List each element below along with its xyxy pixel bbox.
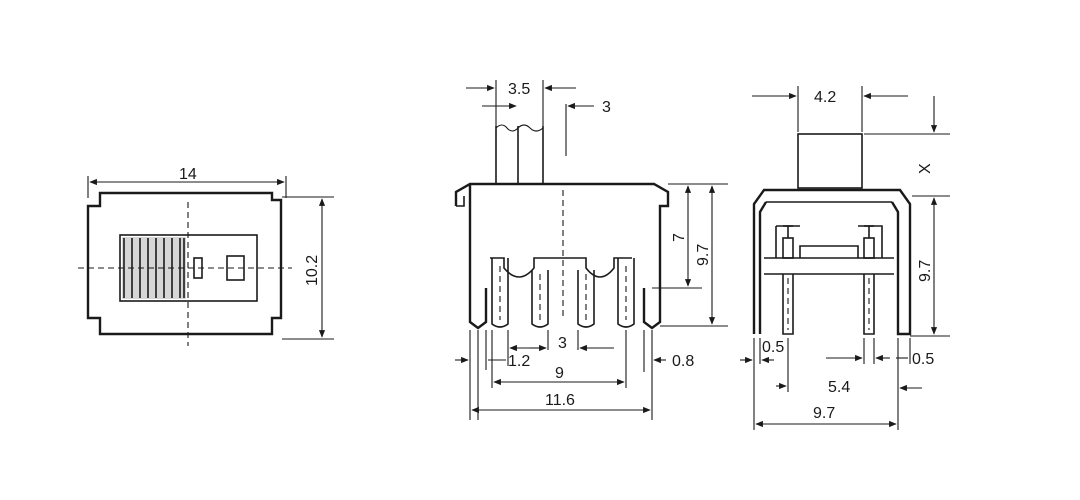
front-tab-offset-label: 0.8 — [672, 353, 694, 370]
top-view-outline — [86, 191, 283, 336]
front-view: 3.5 3 7 9.7 1.2 3 — [454, 80, 728, 420]
front-actuator-offset-label: 3 — [602, 99, 611, 116]
side-actuator-width-label: 4.2 — [814, 89, 836, 106]
side-body-height-label: 9.7 — [917, 260, 934, 282]
side-view: 4.2 X 9.7 0.5 0.5 5.4 9.7 — [740, 86, 950, 430]
side-overall-width-label: 9.7 — [813, 405, 835, 422]
side-pins — [775, 225, 883, 335]
front-pin-width-label: 1.2 — [508, 353, 530, 370]
front-overall-width-label: 11.6 — [545, 392, 575, 409]
front-body-height-label: 7 — [671, 233, 688, 242]
front-actuator-width-label: 3.5 — [508, 81, 530, 98]
front-pins — [491, 258, 635, 328]
front-total-height-label: 9.7 — [695, 244, 712, 266]
top-width-label: 14 — [179, 166, 197, 183]
front-outer-pitch-label: 9 — [555, 365, 564, 382]
side-actuator — [797, 133, 863, 189]
top-view: 14 10.2 — [78, 166, 334, 346]
side-actuator-height-label: X — [917, 163, 934, 174]
side-pin-spacing-label: 5.4 — [828, 379, 850, 396]
slider-stop-right — [226, 255, 245, 281]
front-body — [454, 182, 670, 330]
front-terminal-block — [490, 257, 632, 278]
front-actuator — [495, 126, 544, 184]
top-height-label: 10.2 — [304, 255, 321, 286]
side-body — [752, 188, 912, 336]
side-right-thickness-label: 0.5 — [912, 351, 934, 368]
front-center-pitch-label: 3 — [558, 335, 567, 352]
side-left-thickness-label: 0.5 — [762, 339, 784, 356]
